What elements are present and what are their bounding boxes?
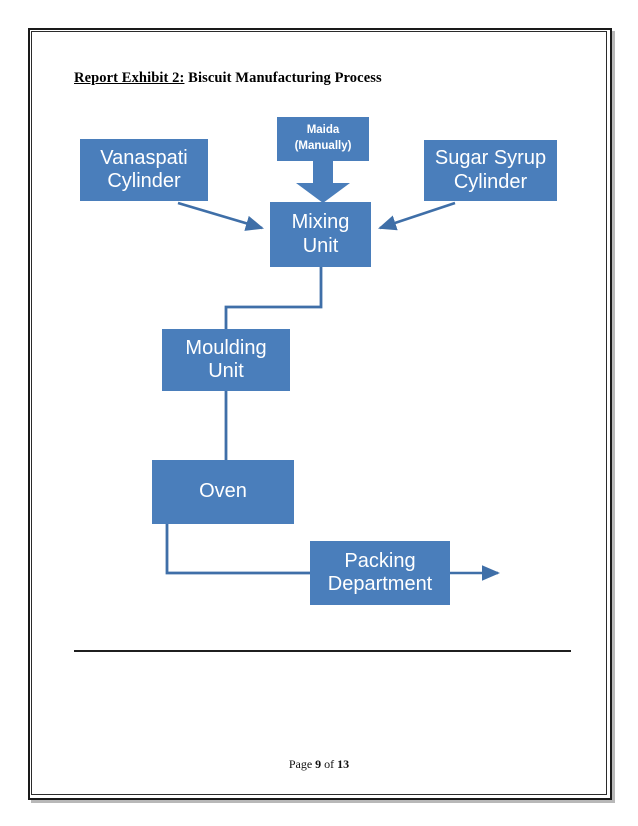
edge-vanaspati-to-mixing [177, 201, 264, 231]
edge-sugar-to-mixing [378, 201, 456, 231]
maida-block-arrow-icon [296, 161, 350, 203]
node-oven[interactable]: Oven [152, 460, 294, 524]
node-maida-sublabel: (Manually) [294, 140, 352, 152]
page-border-inner [31, 31, 607, 795]
node-maida[interactable]: Maida (Manually) [277, 117, 369, 161]
edge-oven-to-packing [165, 524, 310, 575]
footer-total-pages: 13 [337, 757, 350, 771]
page-footer: Page 9 of 13 [0, 757, 638, 772]
edge-mixing-to-moulding [224, 267, 323, 329]
node-vanaspati-cylinder[interactable]: Vanaspati Cylinder [80, 139, 208, 201]
footer-prefix: Page [288, 757, 316, 771]
node-mixing-unit[interactable]: Mixing Unit [270, 202, 371, 267]
page-title: Report Exhibit 2: Biscuit Manufacturing … [74, 70, 382, 87]
footer-page-number: 9 [315, 757, 322, 771]
node-vanaspati-label: Vanaspati Cylinder [100, 146, 188, 192]
node-packing-label: Packing Department [327, 549, 433, 595]
node-mixing-label: Mixing Unit [291, 211, 350, 257]
node-packing-department[interactable]: Packing Department [310, 541, 450, 605]
node-sugar-syrup-cylinder[interactable]: Sugar Syrup Cylinder [424, 140, 557, 201]
node-oven-label: Oven [199, 480, 247, 503]
node-maida-label: Maida [306, 124, 340, 137]
page-border [28, 28, 612, 800]
node-moulding-label: Moulding Unit [185, 336, 267, 382]
footer-divider [74, 650, 571, 652]
page-title-rest: Biscuit Manufacturing Process [184, 70, 382, 86]
node-sugar-label: Sugar Syrup Cylinder [434, 147, 547, 193]
footer-middle: of [321, 757, 338, 771]
node-moulding-unit[interactable]: Moulding Unit [162, 329, 290, 391]
page-title-prefix: Report Exhibit 2: [74, 70, 185, 86]
